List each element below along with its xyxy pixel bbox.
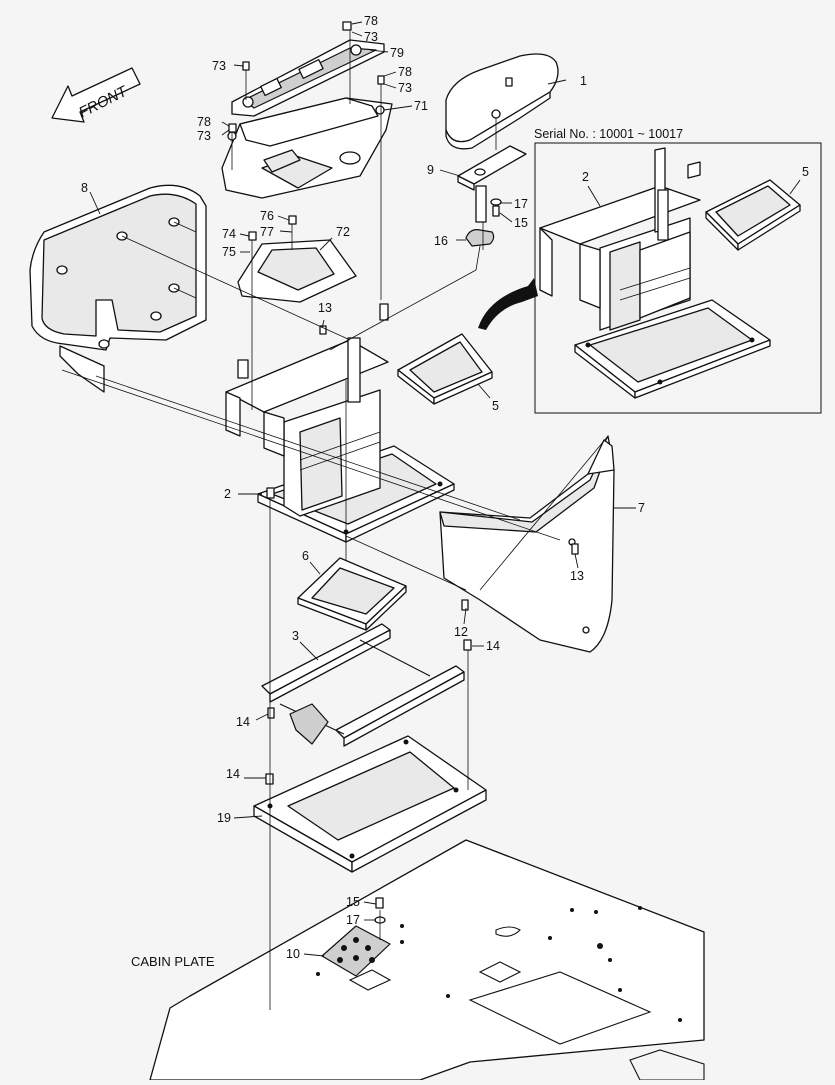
- guide-lines: [61, 30, 609, 1010]
- callout-72: 72: [336, 225, 350, 239]
- console-lid-71: [221, 97, 393, 199]
- callout-15: 15: [514, 216, 528, 230]
- side-cover-8: [29, 184, 207, 393]
- cabin-plate: [149, 839, 705, 1081]
- callout-19: 19: [217, 811, 231, 825]
- callout-3: 3: [292, 629, 299, 643]
- clamp-16: [465, 229, 495, 247]
- small-plate-72: [237, 239, 357, 303]
- callout-78: 78: [197, 115, 211, 129]
- callout-17: 17: [346, 913, 360, 927]
- seat-rails-3: [261, 623, 465, 747]
- callout-77: 77: [260, 225, 274, 239]
- callout-labels: 78 73 79 73 78 73 1 71 78 73 9 17 15 16 …: [81, 14, 809, 961]
- callout-2: 2: [582, 170, 589, 184]
- serial-inset-box: Serial No. : 10001 ~ 10017: [534, 127, 822, 414]
- callout-10: 10: [286, 947, 300, 961]
- bolt-washer-17-15: [490, 198, 502, 217]
- cabin-plate-label: CABIN PLATE: [131, 954, 215, 969]
- callout-7: 7: [638, 501, 645, 515]
- base-plate-19: [253, 735, 487, 873]
- callout-78: 78: [398, 65, 412, 79]
- callout-73: 73: [212, 59, 226, 73]
- callout-8: 8: [81, 181, 88, 195]
- front-direction-arrow: FRONT: [51, 67, 141, 123]
- callout-79: 79: [390, 46, 404, 60]
- serial-number-label: Serial No. : 10001 ~ 10017: [534, 127, 683, 141]
- lower-cover-7: [439, 435, 615, 653]
- leader-lines: [89, 21, 801, 957]
- callout-78: 78: [364, 14, 378, 28]
- callout-17: 17: [514, 197, 528, 211]
- top-panel-79: [231, 39, 385, 117]
- callout-14: 14: [236, 715, 250, 729]
- callout-1: 1: [580, 74, 587, 88]
- rubber-mat-6: [297, 557, 407, 631]
- callout-13: 13: [318, 301, 332, 315]
- callout-2: 2: [224, 487, 231, 501]
- callout-5: 5: [802, 165, 809, 179]
- callout-14: 14: [486, 639, 500, 653]
- seat-base-frame-2: [225, 303, 455, 543]
- callout-6: 6: [302, 549, 309, 563]
- armrest-1: [445, 53, 559, 150]
- callout-15: 15: [346, 895, 360, 909]
- callout-73: 73: [398, 81, 412, 95]
- callout-73: 73: [364, 30, 378, 44]
- grommet-plate-10: [321, 925, 391, 977]
- armrest-bracket-9: [457, 145, 527, 223]
- callout-73: 73: [197, 129, 211, 143]
- callout-74: 74: [222, 227, 236, 241]
- callout-9: 9: [427, 163, 434, 177]
- callout-71: 71: [414, 99, 428, 113]
- callout-76: 76: [260, 209, 274, 223]
- callout-5: 5: [492, 399, 499, 413]
- callout-14: 14: [226, 767, 240, 781]
- callout-13: 13: [570, 569, 584, 583]
- callout-75: 75: [222, 245, 236, 259]
- inset-pointer-arrow: [478, 278, 538, 330]
- callout-12: 12: [454, 625, 468, 639]
- callout-16: 16: [434, 234, 448, 248]
- rubber-mat-5: [397, 333, 493, 405]
